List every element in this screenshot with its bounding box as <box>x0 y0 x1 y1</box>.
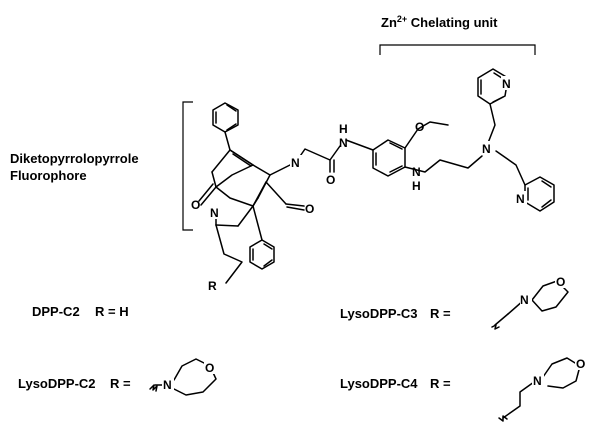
atom-h-amine: H <box>412 179 421 193</box>
atom-o-methoxy: O <box>415 120 424 134</box>
compound-name: LysoDPP-C2 <box>18 376 96 391</box>
fluorophore-bracket <box>182 101 193 231</box>
atom-n-core-top: N <box>291 156 300 170</box>
atom-n-amine: N <box>412 165 421 179</box>
compound-name: DPP-C2 <box>32 304 80 319</box>
compound-r-text: R = <box>430 306 451 321</box>
compound-name: LysoDPP-C3 <box>340 306 418 321</box>
morpholine-n: N <box>163 378 172 392</box>
atom-n-amide: N <box>339 136 348 150</box>
atom-o-left: O <box>191 198 200 212</box>
atom-o-amide: O <box>326 173 335 187</box>
morpholine-substituent: N O <box>149 358 217 396</box>
atom-n-pyridine-bottom: N <box>516 192 525 206</box>
atom-r-group: R <box>208 279 217 293</box>
compound-r-text: R = <box>430 376 451 391</box>
compound-lysodpp-c2: LysoDPP-C2 R = N O <box>18 358 217 396</box>
atom-h-amide: H <box>339 122 348 136</box>
atom-n-pyridine-top: N <box>502 77 511 91</box>
morpholine-o: O <box>556 275 565 289</box>
chelating-unit-label: Zn2+ Chelating unit <box>381 14 498 30</box>
morpholine-n: N <box>533 374 542 388</box>
atom-o-right: O <box>305 202 314 216</box>
morpholine-substituent: N O <box>491 274 569 330</box>
compound-name: LysoDPP-C4 <box>340 376 418 391</box>
core-bonds <box>198 68 555 284</box>
compound-r-text: R = H <box>95 304 129 319</box>
fluorophore-label-line1: Diketopyrrolopyrrole <box>10 151 139 166</box>
fluorophore-label-line2: Fluorophore <box>10 168 87 183</box>
atom-n-tertiary: N <box>482 142 491 156</box>
morpholine-substituent: N O <box>498 356 587 422</box>
core-atom-labels: N N O O O H N O N H N N N R <box>191 76 527 293</box>
compound-lysodpp-c3: LysoDPP-C3 R = N O <box>340 274 569 330</box>
compound-r-text: R = <box>110 376 131 391</box>
compound-dpp-c2: DPP-C2 R = H <box>32 304 129 319</box>
compound-lysodpp-c4: LysoDPP-C4 R = N O <box>340 356 587 422</box>
morpholine-n: N <box>520 293 529 307</box>
atom-n-core-bottom: N <box>210 206 219 220</box>
morpholine-o: O <box>205 361 214 375</box>
morpholine-o: O <box>576 357 585 371</box>
chelating-unit-bracket <box>379 44 536 55</box>
